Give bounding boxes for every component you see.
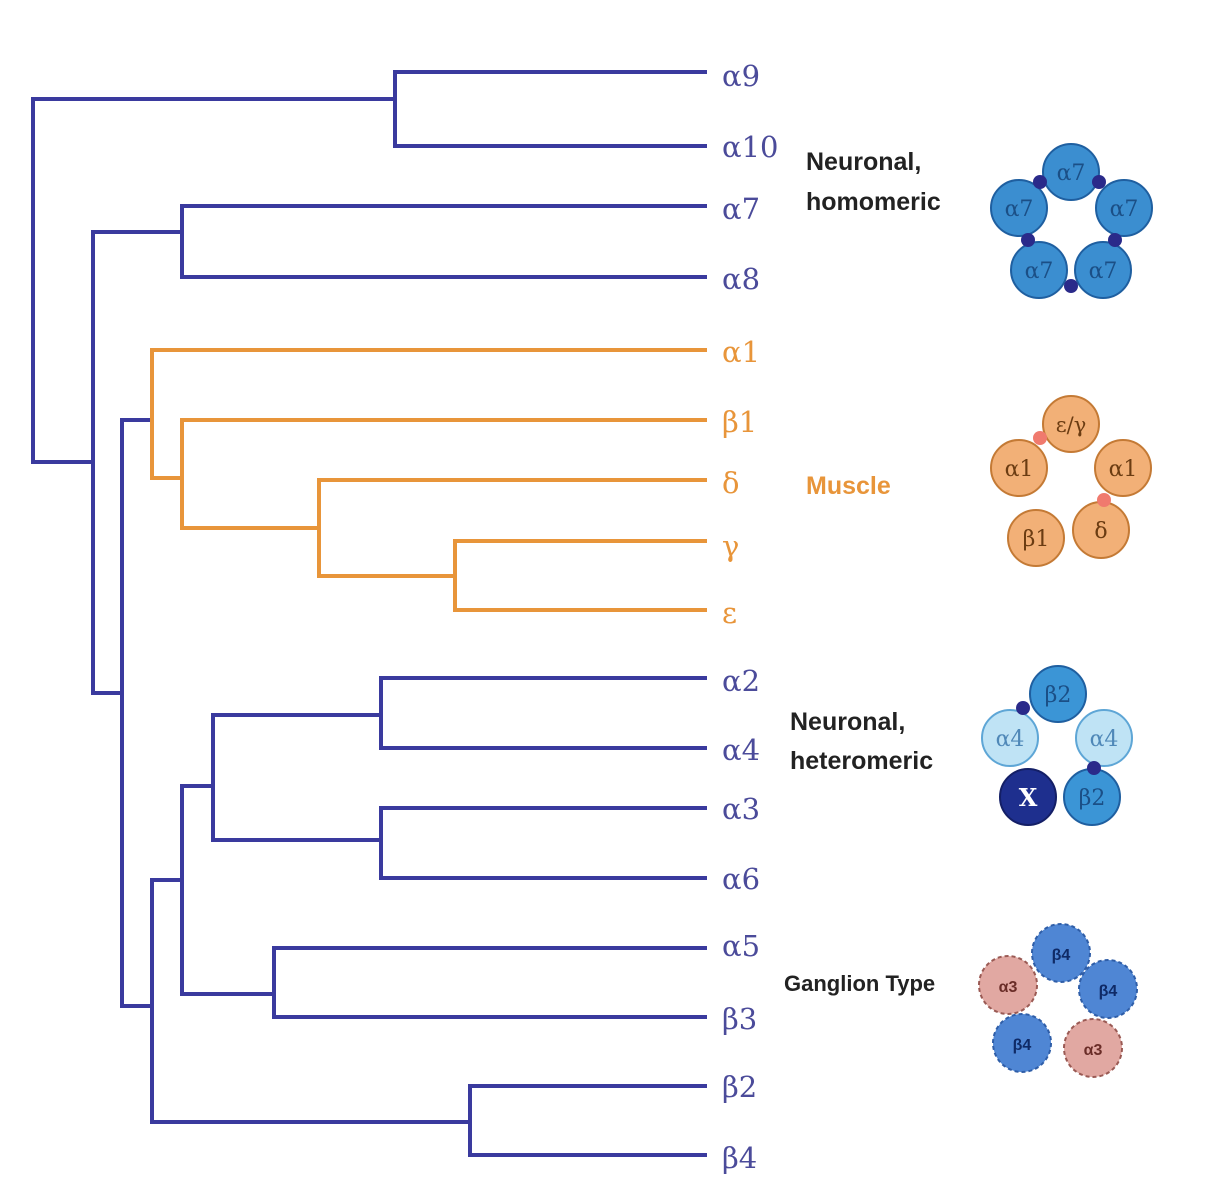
binding-site-dot xyxy=(1064,279,1078,293)
subunit-circle xyxy=(1095,179,1153,237)
leaf-label-g: γ xyxy=(722,529,739,563)
subunit-circle xyxy=(1094,439,1152,497)
subunit-label: β4 xyxy=(1099,983,1118,1000)
subunit-label: δ xyxy=(1094,519,1107,544)
leaf-label-b1: β1 xyxy=(722,405,757,439)
subunit-label: α7 xyxy=(1057,161,1086,186)
receptor-heteromeric: β2 α4 α4 X β2 xyxy=(981,665,1133,826)
group-label-homomeric-line1: Neuronal, xyxy=(806,148,921,176)
leaf-label-a2: α2 xyxy=(722,664,760,698)
receptor-muscle: ε/γ α1 α1 β1 δ xyxy=(990,395,1152,567)
subunit-circle xyxy=(1063,1018,1123,1078)
group-label-homomeric-line2: homomeric xyxy=(806,188,941,216)
leaf-label-a6: α6 xyxy=(722,862,760,896)
subunit-label: ε/γ xyxy=(1056,413,1087,437)
group-labels: Neuronal, homomeric Muscle Neuronal, het… xyxy=(784,148,941,996)
subunit-circle xyxy=(981,709,1039,767)
binding-site-dot xyxy=(1033,431,1047,445)
subunit-circle xyxy=(1042,143,1100,201)
subunit-label: β2 xyxy=(1045,683,1072,708)
subunit-label: α4 xyxy=(996,727,1025,752)
subunit-label: α7 xyxy=(1089,259,1118,284)
subunit-label: α3 xyxy=(1084,1042,1103,1059)
leaf-label-a9: α9 xyxy=(722,59,760,93)
leaf-label-a3: α3 xyxy=(722,792,760,826)
subunit-label: α1 xyxy=(1109,457,1138,482)
leaf-label-a10: α10 xyxy=(722,130,779,164)
subunit-circle xyxy=(1042,395,1100,453)
subunit-label: α7 xyxy=(1025,259,1054,284)
binding-site-dot xyxy=(1108,233,1122,247)
leaf-label-a7: α7 xyxy=(722,192,760,226)
leaf-label-a5: α5 xyxy=(722,929,760,963)
subunit-circle xyxy=(990,439,1048,497)
group-label-heteromeric-line1: Neuronal, xyxy=(790,708,905,736)
group-label-ganglion: Ganglion Type xyxy=(784,971,935,996)
phylogenetic-tree xyxy=(31,70,707,1157)
group-label-heteromeric-line2: heteromeric xyxy=(790,747,933,775)
subunit-circle xyxy=(1078,959,1138,1019)
subunit-circle xyxy=(1074,241,1132,299)
leaf-labels: α9 α10 α7 α8 α1 β1 δ γ ε α2 α4 α3 α6 α5 … xyxy=(722,59,779,1175)
leaf-label-b2: β2 xyxy=(722,1070,757,1104)
leaf-label-d: δ xyxy=(722,466,739,500)
subunit-label: β4 xyxy=(1052,947,1071,964)
binding-site-dot xyxy=(1097,493,1111,507)
leaf-label-b4: β4 xyxy=(722,1141,757,1175)
subunit-label: α4 xyxy=(1090,727,1119,752)
binding-site-dot xyxy=(1021,233,1035,247)
subunit-circle xyxy=(1007,509,1065,567)
subunit-label: β2 xyxy=(1079,786,1106,811)
subunit-circle xyxy=(1029,665,1087,723)
leaf-label-a8: α8 xyxy=(722,262,760,296)
leaf-label-b3: β3 xyxy=(722,1002,757,1036)
subunit-circle xyxy=(978,955,1038,1015)
subunit-circle xyxy=(1075,709,1133,767)
receptor-ganglion: β4 α3 β4 β4 α3 xyxy=(978,923,1138,1078)
subunit-label: β1 xyxy=(1023,527,1050,552)
subunit-label: β4 xyxy=(1013,1037,1032,1054)
subunit-label: α7 xyxy=(1005,197,1034,222)
leaf-label-e: ε xyxy=(722,596,737,630)
subunit-label: α7 xyxy=(1110,197,1139,222)
subunit-label: X xyxy=(1019,783,1038,812)
subunit-label: α1 xyxy=(1005,457,1034,482)
binding-site-dot xyxy=(1016,701,1030,715)
subunit-circle xyxy=(999,768,1057,826)
subunit-circle xyxy=(1031,923,1091,983)
subunit-circle xyxy=(990,179,1048,237)
group-label-muscle: Muscle xyxy=(806,472,891,500)
binding-site-dot xyxy=(1033,175,1047,189)
binding-site-dot xyxy=(1087,761,1101,775)
subunit-circle xyxy=(1010,241,1068,299)
leaf-label-a4: α4 xyxy=(722,733,760,767)
subunit-circle xyxy=(992,1013,1052,1073)
binding-site-dot xyxy=(1092,175,1106,189)
leaf-label-a1: α1 xyxy=(722,335,760,369)
receptor-homomeric: α7 α7 α7 α7 α7 xyxy=(990,143,1153,299)
subunit-label: α3 xyxy=(999,979,1018,996)
